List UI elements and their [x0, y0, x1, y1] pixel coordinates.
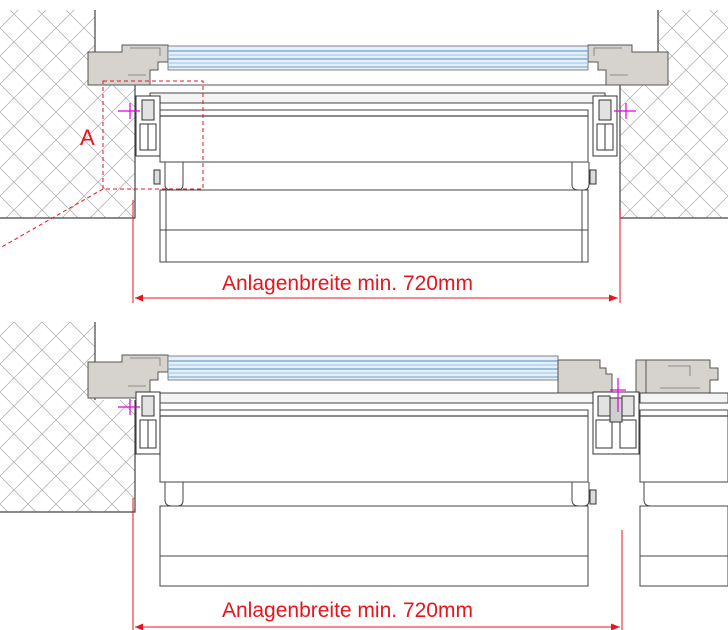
side-rail-right-top	[589, 95, 618, 185]
dimension-line-top	[132, 200, 621, 303]
axis-markers-top	[118, 103, 636, 119]
detail-label: A	[80, 125, 95, 150]
detail-a-callout	[0, 80, 204, 249]
left-wall-bottom	[0, 322, 135, 512]
glass-unit-top	[167, 45, 589, 71]
side-rail-middle-bottom	[589, 391, 640, 505]
side-rail-left-bottom	[135, 391, 161, 455]
axis-markers-bottom	[118, 378, 626, 415]
bottom-view: Anlagenbreite min. 720mm	[0, 322, 728, 630]
left-wall-top	[0, 10, 135, 218]
dimension-text-bottom: Anlagenbreite min. 720mm	[222, 599, 473, 622]
blind-box-bottom-right	[639, 392, 728, 587]
right-wall-top	[620, 10, 728, 218]
top-view: A Anlagenbreite min. 720mm	[0, 10, 728, 303]
dimension-text-top: Anlagenbreite min. 720mm	[222, 272, 473, 295]
frame-profile-left-top	[87, 44, 169, 86]
glass-unit-bottom	[167, 355, 559, 381]
frame-profile-left-bottom	[87, 354, 169, 399]
frame-profile-right-top	[587, 44, 669, 86]
blind-box-bottom-left	[149, 392, 606, 587]
blind-box-top	[149, 92, 606, 263]
dimension-line-bottom	[132, 498, 623, 630]
side-rail-left-top	[135, 95, 161, 185]
